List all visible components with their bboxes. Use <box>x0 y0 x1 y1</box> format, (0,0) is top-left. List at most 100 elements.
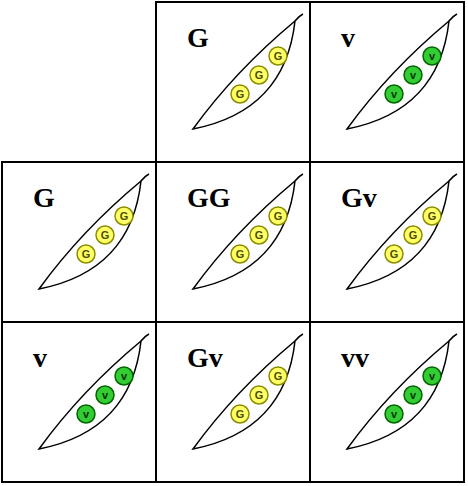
pod-outline <box>39 341 141 449</box>
punnett-cell: GGGG <box>1 161 157 323</box>
allele-letter: v <box>384 404 404 424</box>
pea: G <box>230 244 250 264</box>
pod-stem <box>295 174 303 181</box>
allele-letter: G <box>403 225 423 245</box>
pea-circle <box>404 386 422 404</box>
pea: v <box>384 84 404 104</box>
pea-pod <box>39 174 149 289</box>
pea-circle <box>96 226 114 244</box>
punnett-cell: GvGGG <box>309 161 465 323</box>
pod-stem <box>141 334 149 341</box>
pea: v <box>403 65 423 85</box>
pea-circle <box>231 405 249 423</box>
pea: G <box>230 84 250 104</box>
pea-circle <box>96 386 114 404</box>
pea-pod <box>39 334 149 449</box>
pea-circle <box>250 226 268 244</box>
pea: G <box>76 244 96 264</box>
pea-circle <box>269 207 287 225</box>
pea: v <box>403 385 423 405</box>
pea-circle <box>77 405 95 423</box>
pod-stem <box>295 334 303 341</box>
punnett-cell: GGGG <box>155 1 311 163</box>
genotype-label: GG <box>187 183 231 214</box>
allele-letter: G <box>249 225 269 245</box>
pea-circle <box>231 85 249 103</box>
pod-outline <box>347 21 449 129</box>
allele-letter: v <box>95 385 115 405</box>
allele-letter: G <box>268 206 288 226</box>
pea: v <box>114 366 134 386</box>
pea-circle <box>269 367 287 385</box>
genotype-label: vv <box>341 343 369 374</box>
pea-circle <box>385 245 403 263</box>
pea-circle <box>115 207 133 225</box>
allele-letter: v <box>422 46 442 66</box>
pea-circle <box>77 245 95 263</box>
pod-stem <box>449 14 457 21</box>
genotype-label: G <box>187 23 209 54</box>
pea: v <box>422 46 442 66</box>
allele-letter: G <box>76 244 96 264</box>
pod-stem <box>449 174 457 181</box>
pea-circle <box>385 405 403 423</box>
genotype-label: Gv <box>187 343 223 374</box>
pea: v <box>95 385 115 405</box>
allele-letter: v <box>114 366 134 386</box>
pod-stem <box>141 174 149 181</box>
pea: G <box>403 225 423 245</box>
genotype-label: Gv <box>341 183 377 214</box>
genotype-label: G <box>33 183 55 214</box>
pea-circle <box>423 367 441 385</box>
pea: v <box>422 366 442 386</box>
pod-stem <box>449 334 457 341</box>
pea-circle <box>423 207 441 225</box>
pea-circle <box>269 47 287 65</box>
pea-circle <box>385 85 403 103</box>
allele-letter: G <box>95 225 115 245</box>
pea: G <box>249 385 269 405</box>
pea-pod <box>193 14 303 129</box>
pea: v <box>384 404 404 424</box>
allele-letter: G <box>249 65 269 85</box>
allele-letter: v <box>384 84 404 104</box>
pea: G <box>422 206 442 226</box>
genotype-label: v <box>33 343 47 374</box>
pea: v <box>76 404 96 424</box>
pea: G <box>268 206 288 226</box>
allele-letter: G <box>230 244 250 264</box>
punnett-cell: GGGGG <box>155 161 311 323</box>
allele-letter: G <box>230 84 250 104</box>
pea: G <box>95 225 115 245</box>
allele-letter: v <box>403 385 423 405</box>
pea-circle <box>250 66 268 84</box>
pea-pod <box>347 14 457 129</box>
allele-letter: v <box>76 404 96 424</box>
allele-letter: G <box>422 206 442 226</box>
allele-letter: v <box>422 366 442 386</box>
punnett-cell: vvvvv <box>309 321 465 483</box>
pea: G <box>249 225 269 245</box>
genotype-label: v <box>341 23 355 54</box>
punnett-cell: GvGGG <box>155 321 311 483</box>
pea: G <box>230 404 250 424</box>
allele-letter: G <box>114 206 134 226</box>
allele-letter: v <box>403 65 423 85</box>
allele-letter: G <box>384 244 404 264</box>
pea: G <box>384 244 404 264</box>
allele-letter: G <box>230 404 250 424</box>
punnett-cell: vvvv <box>309 1 465 163</box>
pea: G <box>268 366 288 386</box>
pea-circle <box>404 226 422 244</box>
pea-circle <box>250 386 268 404</box>
pea: G <box>249 65 269 85</box>
allele-letter: G <box>268 46 288 66</box>
pea: G <box>268 46 288 66</box>
pod-stem <box>295 14 303 21</box>
allele-letter: G <box>249 385 269 405</box>
pea: G <box>114 206 134 226</box>
pea-circle <box>423 47 441 65</box>
punnett-cell: vvvv <box>1 321 157 483</box>
allele-letter: G <box>268 366 288 386</box>
